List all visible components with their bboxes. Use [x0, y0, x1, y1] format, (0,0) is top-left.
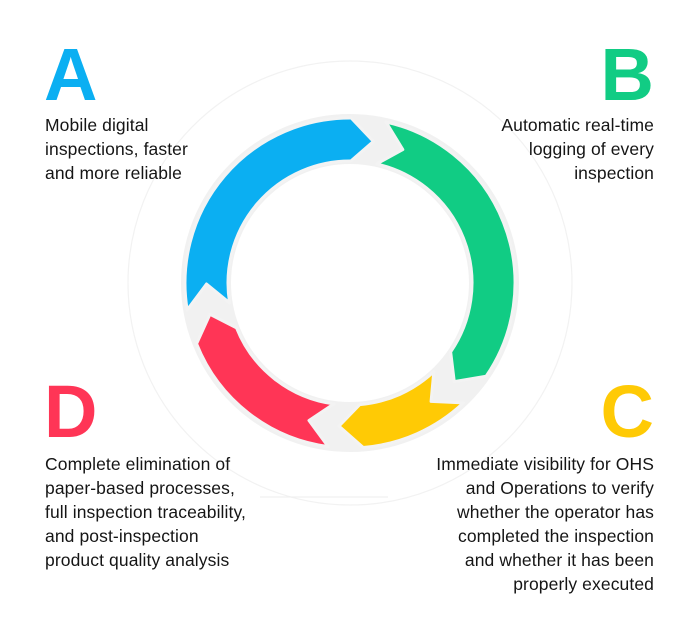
- step-a-letter: A: [44, 33, 98, 116]
- desc-line: inspections, faster: [45, 139, 188, 159]
- desc-line: product quality analysis: [45, 550, 230, 570]
- step-b-letter: B: [600, 33, 654, 116]
- desc-line: and whether it has been: [464, 550, 654, 570]
- step-c-letter: C: [600, 370, 654, 453]
- segment-b-arrow: [375, 120, 517, 384]
- desc-line: Automatic real-time: [501, 115, 654, 135]
- desc-line: whether the operator has: [457, 502, 654, 522]
- step-d-letter: D: [44, 370, 98, 453]
- desc-line: full inspection traceability,: [45, 502, 247, 522]
- step-c-description: Immediate visibility for OHS and Operati…: [354, 452, 654, 596]
- desc-line: properly executed: [513, 574, 654, 594]
- desc-line: Immediate visibility for OHS: [436, 454, 654, 474]
- step-a-description: Mobile digital inspections, faster and m…: [45, 113, 275, 185]
- desc-line: completed the inspection: [458, 526, 654, 546]
- desc-line: inspection: [574, 163, 654, 183]
- step-d-description: Complete elimination of paper-based proc…: [45, 452, 325, 572]
- desc-line: logging of every: [528, 139, 654, 159]
- segment-c-arrow: [337, 370, 465, 449]
- segment-d-arrow: [195, 312, 336, 449]
- desc-line: paper-based processes,: [45, 478, 235, 498]
- desc-line: Mobile digital: [45, 115, 149, 135]
- desc-line: and more reliable: [45, 163, 182, 183]
- desc-line: and Operations to verify: [465, 478, 654, 498]
- desc-line: and post-inspection: [45, 526, 199, 546]
- faint-outer-circle: [127, 60, 573, 506]
- desc-line: Complete elimination of: [45, 454, 231, 474]
- step-b-description: Automatic real-time logging of every ins…: [394, 113, 654, 185]
- segment-a-arrow: [183, 116, 375, 312]
